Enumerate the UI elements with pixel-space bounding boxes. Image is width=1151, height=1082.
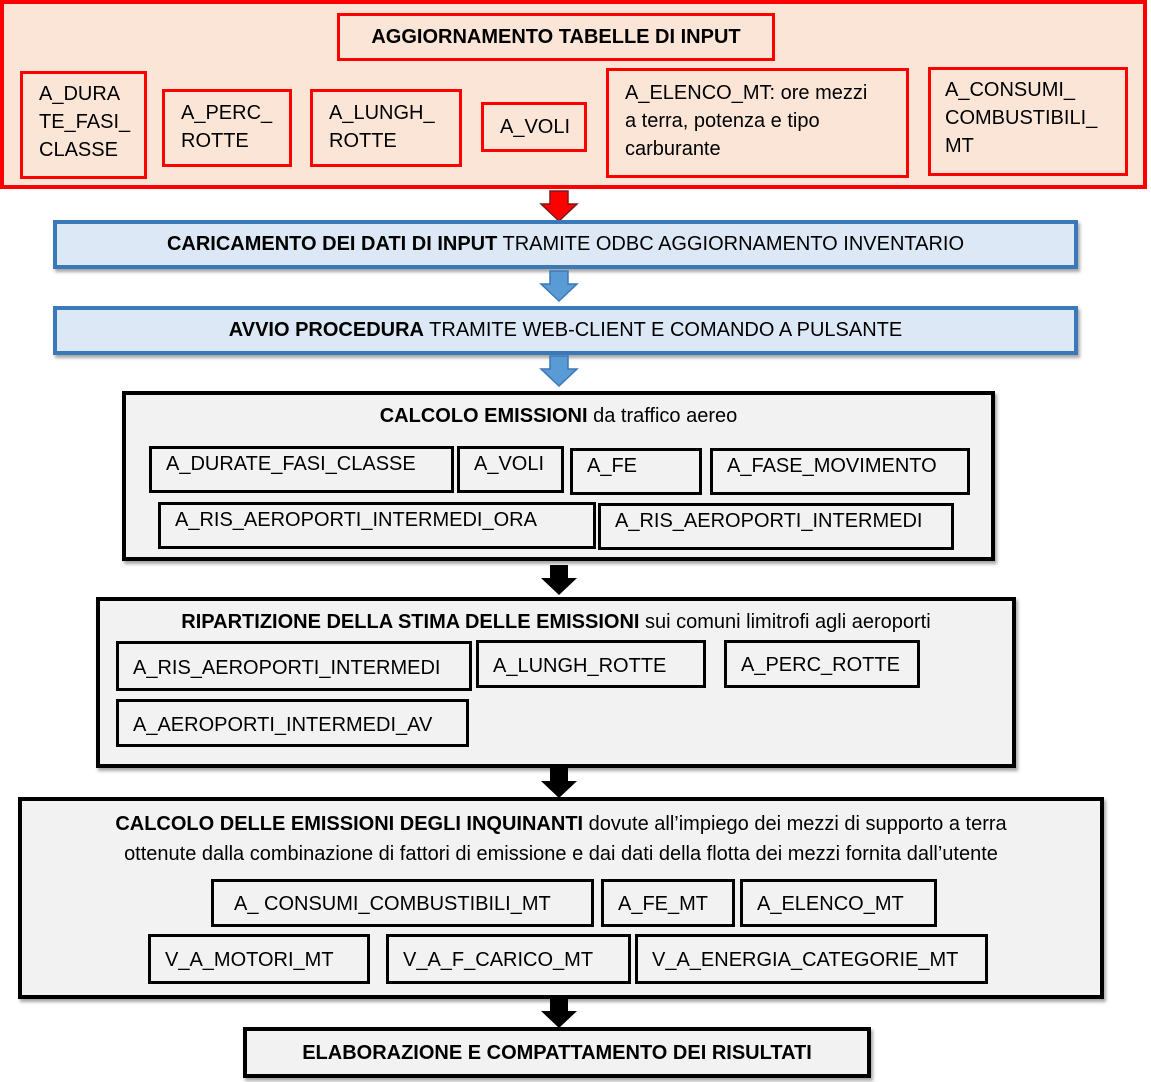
- calc-table-durate-fasi-classe: A_DURATE_FASI_CLASSE: [149, 446, 454, 493]
- input-table-perc-rotte: A_PERC_ ROTTE: [162, 89, 292, 167]
- input-table-voli: A_VOLI: [481, 102, 587, 152]
- pollutant-table-v-a-f-carico-mt: V_A_F_CARICO_MT: [386, 934, 631, 984]
- start-procedure-box: AVVIO PROCEDURA TRAMITE WEB-CLIENT E COM…: [53, 306, 1078, 355]
- flow-arrow-black-3: [541, 998, 577, 1028]
- start-step-bold: AVVIO PROCEDURA: [228, 319, 424, 341]
- flow-arrow-blue-2: [539, 355, 579, 388]
- split-table-lungh-rotte: A_LUNGH_ROTTE: [476, 640, 706, 688]
- flow-arrow-black-2: [541, 768, 577, 798]
- calc-table-ris-aeroporti-intermedi-ora: A_RIS_AEROPORTI_INTERMEDI_ORA: [158, 502, 596, 549]
- pollutant-step-text: dovute all’impiego dei mezzi di supporto…: [583, 813, 1007, 835]
- pollutant-step-bold: CALCOLO DELLE EMISSIONI DEGLI INQUINANTI: [115, 813, 584, 835]
- flow-arrow-blue-1: [539, 270, 579, 303]
- loading-step-bold: CARICAMENTO DEI DATI DI INPUT: [166, 233, 498, 255]
- split-table-aeroporti-intermedi-av: A_AEROPORTI_INTERMEDI_AV: [116, 699, 469, 747]
- split-step-text: sui comuni limitrofi agli aeroporti: [639, 611, 931, 633]
- loading-step-box: CARICAMENTO DEI DATI DI INPUT TRAMITE OD…: [53, 220, 1078, 269]
- calc-table-ris-aeroporti-intermedi: A_RIS_AEROPORTI_INTERMEDI: [598, 503, 954, 550]
- input-table-elenco-mt: A_ELENCO_MT: ore mezzi a terra, potenza …: [606, 68, 909, 178]
- input-table-durate-fasi-classe: A_DURA TE_FASI_ CLASSE: [20, 71, 147, 179]
- calc-table-voli: A_VOLI: [457, 446, 564, 493]
- flow-arrow-red: [539, 190, 579, 223]
- start-step-text: TRAMITE WEB-CLIENT E COMANDO A PULSANTE: [423, 319, 903, 341]
- pollutant-table-v-a-motori-mt: V_A_MOTORI_MT: [148, 934, 370, 984]
- split-step-bold: RIPARTIZIONE DELLA STIMA DELLE EMISSIONI: [181, 611, 640, 633]
- calc-table-fe: A_FE: [570, 448, 702, 495]
- final-step-title: ELABORAZIONE E COMPATTAMENTO DEI RISULTA…: [302, 1042, 812, 1064]
- pollutant-table-consumi-combustibili-mt: A_ CONSUMI_COMBUSTIBILI_MT: [211, 879, 594, 927]
- calc-table-fase-movimento: A_FASE_MOVIMENTO: [710, 448, 970, 495]
- split-table-perc-rotte: A_PERC_ROTTE: [724, 640, 920, 688]
- calc-step-bold: CALCOLO EMISSIONI: [379, 405, 588, 427]
- pollutant-step-line2: ottenute dalla combinazione di fattori d…: [124, 843, 998, 865]
- input-table-lungh-rotte: A_LUNGH_ ROTTE: [310, 89, 462, 167]
- pollutant-table-elenco-mt: A_ELENCO_MT: [740, 879, 937, 927]
- input-section-title: AGGIORNAMENTO TABELLE DI INPUT: [337, 13, 775, 61]
- final-results-box: ELABORAZIONE E COMPATTAMENTO DEI RISULTA…: [243, 1027, 871, 1078]
- flow-arrow-black-1: [541, 565, 577, 595]
- calc-step-text: da traffico aereo: [587, 405, 738, 427]
- split-table-ris-aeroporti-intermedi: A_RIS_AEROPORTI_INTERMEDI: [116, 641, 472, 691]
- pollutant-table-v-a-energia-categorie-mt: V_A_ENERGIA_CATEGORIE_MT: [635, 934, 988, 984]
- pollutant-table-fe-mt: A_FE_MT: [601, 879, 735, 927]
- loading-step-text: TRAMITE ODBC AGGIORNAMENTO INVENTARIO: [497, 233, 965, 255]
- input-table-consumi-combustibili-mt: A_CONSUMI_ COMBUSTIBILI_ MT: [928, 67, 1128, 176]
